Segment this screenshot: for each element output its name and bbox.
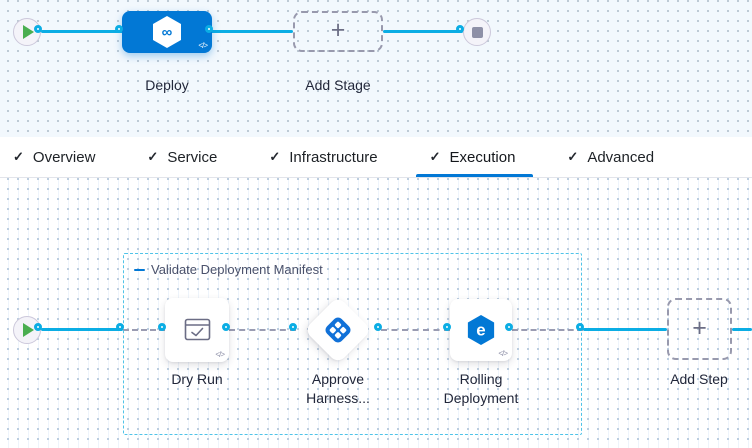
tab-service[interactable]: ✓ Service <box>147 137 217 177</box>
stage-connector-line <box>383 30 463 33</box>
step-label-dry-run[interactable]: Dry Run <box>149 370 245 389</box>
plus-icon: + <box>692 313 707 342</box>
step-node-harness-approval[interactable] <box>304 296 372 364</box>
rolling-deployment-icon: e <box>467 315 495 345</box>
deploy-stage-icon: ∞ <box>153 16 181 48</box>
code-view-icon[interactable]: </> <box>498 349 508 358</box>
play-icon <box>23 25 34 39</box>
step-group-title: Validate Deployment Manifest <box>151 262 323 277</box>
step-group-header[interactable]: Validate Deployment Manifest <box>134 262 323 277</box>
code-view-icon[interactable]: </> <box>215 350 225 359</box>
pipeline-end-node <box>463 18 491 46</box>
exec-connector-dashed <box>381 329 450 331</box>
step-label-line: Deployment <box>443 390 519 406</box>
exec-connector-dashed <box>123 329 165 331</box>
connector-port <box>222 323 230 331</box>
tab-label: Execution <box>449 148 516 166</box>
tab-infrastructure[interactable]: ✓ Infrastructure <box>269 137 377 177</box>
tab-advanced[interactable]: ✓ Advanced <box>567 137 654 177</box>
exec-connector-line <box>732 328 752 331</box>
play-icon <box>23 323 34 337</box>
connector-port <box>505 323 513 331</box>
connector-port <box>205 25 213 33</box>
connector-port <box>456 25 464 33</box>
connector-port <box>158 323 166 331</box>
svg-text:e: e <box>476 321 485 340</box>
exec-connector-dashed <box>512 329 583 331</box>
connector-port <box>443 323 451 331</box>
dry-run-icon <box>184 318 210 341</box>
stage-config-tabs: ✓ Overview ✓ Service ✓ Infrastructure ✓ … <box>0 137 752 178</box>
tab-overview[interactable]: ✓ Overview <box>13 137 95 177</box>
step-label-rolling-deployment[interactable]: Rolling Deployment <box>433 370 529 408</box>
connector-port <box>34 323 42 331</box>
code-view-icon[interactable]: </> <box>198 41 208 50</box>
step-node-rolling-deployment[interactable]: e </> <box>450 299 512 361</box>
tab-label: Infrastructure <box>289 148 378 166</box>
step-label-line: Approve <box>311 371 365 387</box>
check-icon: ✓ <box>13 149 24 164</box>
tab-label: Overview <box>32 148 96 166</box>
exec-connector-line <box>41 328 123 331</box>
connector-port <box>374 323 382 331</box>
add-stage-label[interactable]: Add Stage <box>305 77 371 93</box>
add-step-button[interactable]: + <box>667 298 732 360</box>
exec-connector-dashed <box>229 329 296 331</box>
tab-label: Advanced <box>587 148 655 166</box>
connector-port <box>116 323 124 331</box>
svg-text:∞: ∞ <box>162 24 173 41</box>
approval-icon <box>325 317 351 343</box>
step-label-line: Dry Run <box>171 371 223 387</box>
check-icon: ✓ <box>429 149 441 164</box>
stage-node-deploy[interactable]: ∞ </> <box>122 11 212 53</box>
step-group-container[interactable] <box>123 253 582 435</box>
pipeline-start-node <box>13 18 41 46</box>
add-step-label[interactable]: Add Step <box>670 371 728 387</box>
stage-label-deploy[interactable]: Deploy <box>145 77 189 93</box>
connector-port <box>115 25 123 33</box>
exec-connector-line <box>583 328 667 331</box>
step-label-line: Rolling <box>459 371 503 387</box>
step-label-approve[interactable]: Approve Harness... <box>290 370 386 408</box>
connector-port <box>34 25 42 33</box>
add-stage-button[interactable]: + <box>293 11 383 52</box>
plus-icon: + <box>330 16 346 44</box>
execution-canvas[interactable]: Validate Deployment Manifest </> <box>0 178 752 448</box>
collapse-icon[interactable] <box>134 268 145 271</box>
check-icon: ✓ <box>269 149 281 164</box>
check-icon: ✓ <box>567 149 579 164</box>
stage-canvas[interactable]: ∞ </> + Deploy Add Stage <box>0 0 752 137</box>
connector-port <box>576 323 584 331</box>
tab-label: Service <box>167 148 218 166</box>
tab-execution[interactable]: ✓ Execution <box>415 137 534 177</box>
step-label-line: Harness... <box>306 390 370 406</box>
connector-port <box>289 323 297 331</box>
stop-icon <box>471 26 483 38</box>
check-icon: ✓ <box>147 149 159 164</box>
step-node-dry-run[interactable]: </> <box>165 298 229 362</box>
